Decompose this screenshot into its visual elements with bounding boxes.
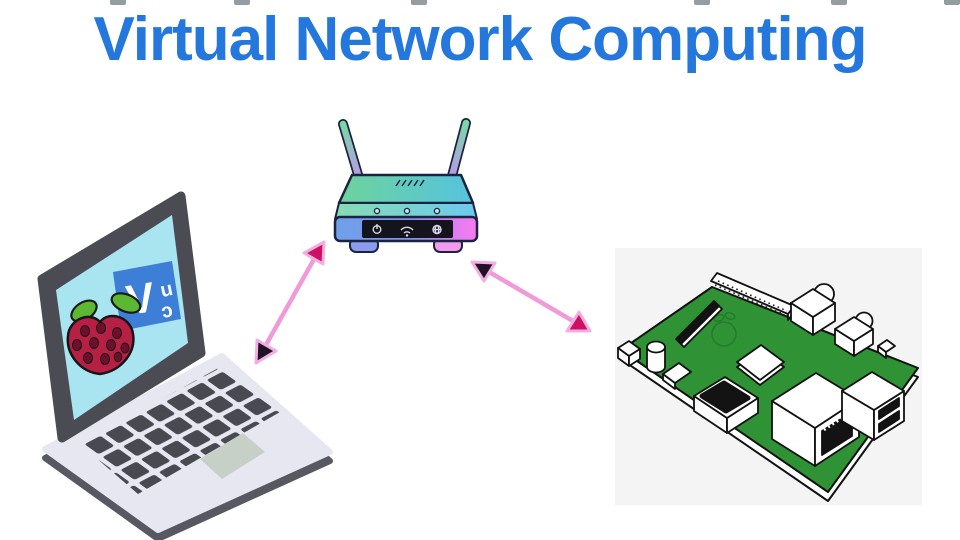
arrowhead-to-router: [302, 240, 326, 266]
raspberry-pi-illustration: [615, 248, 922, 505]
capacitor: [646, 340, 666, 374]
router-antenna-left: [338, 119, 364, 183]
arrowhead-to-laptop: [254, 338, 278, 365]
wifi-icon: [400, 226, 414, 237]
raspberry-berry-spots: [72, 322, 130, 365]
page-title: Virtual Network Computing: [93, 5, 867, 74]
arrow-laptop-router: [254, 240, 326, 365]
router-panel-icons: [372, 224, 442, 237]
power-icon: [372, 224, 382, 234]
raspberry-outline: [711, 311, 737, 347]
cropped-edge-artifact: [411, 0, 427, 5]
cropped-edge-artifact: [944, 0, 960, 5]
cropped-edge-artifact: [831, 0, 847, 5]
laptop-illustration: V n c: [37, 191, 333, 540]
laptop-trackpad: [200, 433, 265, 479]
usb-box-upper: [790, 283, 836, 336]
cropped-edge-artifact: [694, 0, 710, 5]
cpu-chip: [736, 344, 785, 386]
dsi-connector: [675, 300, 723, 348]
raspberry-pi-logo: [66, 292, 142, 376]
component-cube: [617, 340, 641, 367]
arrow-router-pi: [470, 260, 592, 333]
router-antenna-right: [447, 118, 471, 181]
globe-icon: [432, 224, 442, 235]
cropped-edge-artifact: [110, 0, 126, 5]
raspberry-leaf-right: [110, 292, 142, 314]
router-vents: [395, 179, 425, 187]
laptop-keyboard: [80, 366, 280, 494]
component-chip-small: [662, 362, 692, 390]
usb-box-lower: [834, 311, 874, 357]
wifi-router-illustration: [333, 118, 479, 253]
router-leds: [373, 207, 441, 215]
vnc-logo-letter-c: c: [160, 301, 175, 325]
router-top-face: [337, 173, 475, 205]
arrowhead-to-router-2: [470, 260, 497, 283]
cropped-edge-artifact: [234, 0, 250, 5]
router-front-panel: [362, 220, 453, 238]
component-square-right: [877, 339, 896, 359]
hdmi-port: [693, 376, 759, 434]
vnc-logo-letter-n: n: [159, 279, 176, 303]
arrowhead-to-pi: [565, 310, 592, 333]
usb-ports: [841, 371, 905, 441]
